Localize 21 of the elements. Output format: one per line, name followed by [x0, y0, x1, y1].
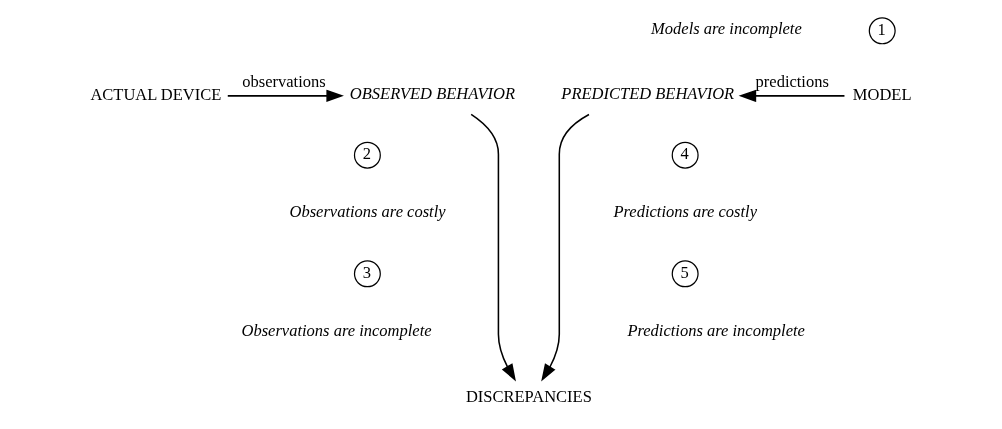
- node-circle: 3: [353, 260, 381, 288]
- node-circle: 2: [353, 141, 381, 169]
- node-label: Observations are incomplete: [241, 321, 432, 341]
- node-label: Predictions are costly: [613, 202, 758, 222]
- node-circle: 1: [868, 17, 896, 45]
- node-label: Observations are costly: [289, 202, 446, 222]
- arrow: [227, 89, 344, 102]
- arrow: [470, 113, 516, 382]
- node-circle: 5: [671, 260, 699, 288]
- edge-label: observations: [242, 72, 326, 92]
- node-text: ACTUAL DEVICE: [90, 84, 222, 104]
- node-text: MODEL: [852, 84, 912, 104]
- node-label: Predictions are incomplete: [627, 321, 805, 341]
- node-text: OBSERVED BEHAVIOR: [349, 83, 516, 103]
- node-text: PREDICTED BEHAVIOR: [561, 83, 735, 103]
- edge-label: predictions: [755, 72, 829, 92]
- node-label: Models are incomplete: [651, 18, 802, 38]
- node-text: DISCREPANCIES: [465, 387, 592, 407]
- node-circle: 4: [671, 141, 699, 169]
- arrow: [738, 89, 846, 102]
- arrow: [541, 113, 590, 382]
